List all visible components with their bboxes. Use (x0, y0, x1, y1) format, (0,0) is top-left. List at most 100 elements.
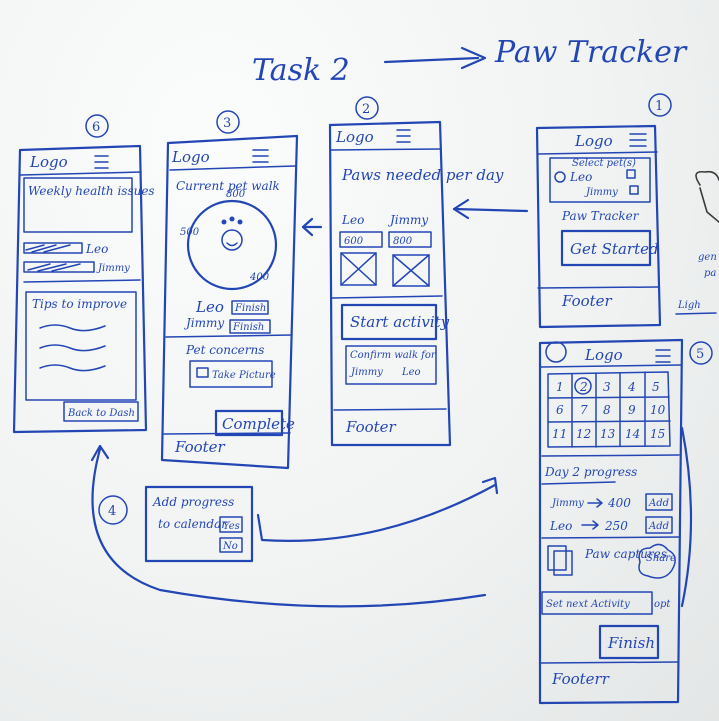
screen-3-frame (160, 134, 299, 470)
edge-heart-sketch-lower (699, 187, 719, 223)
edge-fragment-underline (675, 312, 717, 315)
screen-3-dial-top: 800 (226, 189, 246, 200)
screen-6-logo: Logo (29, 153, 68, 171)
screen-2-logo: Logo (335, 128, 374, 146)
screen-3-dial-right: 400 (249, 272, 270, 283)
screen-1-logo: Logo (574, 132, 613, 150)
screen-6-header-line (20, 171, 142, 176)
screen-5-logo: Logo (584, 346, 623, 364)
screen-3-pet-a: Leo (195, 298, 224, 316)
screen-1-pet-avatar-icon (554, 171, 566, 183)
arrow-4-to-6-head (90, 444, 110, 462)
edge-fragment-c: Ligh (677, 300, 701, 311)
calendar-cell: 14 (625, 427, 640, 441)
screen-3-finish-a: Finish (234, 303, 266, 314)
screen-2-image-placeholder-a (340, 252, 377, 286)
screen-5-menu-icon (655, 349, 671, 363)
heading-app: Paw Tracker (494, 35, 688, 70)
step-number-3: 3 (223, 116, 231, 131)
screen-5-share-bubble (638, 543, 676, 579)
calendar-cell: 3 (603, 380, 611, 394)
screen-5-row-a-val: 400 (607, 496, 631, 510)
screen-3-header-line (169, 165, 296, 171)
screen-2-title: Paws needed per day (341, 166, 504, 184)
screen-2-image-placeholder-b (392, 254, 430, 287)
edge-heart-sketch (695, 170, 719, 186)
screen-1-frame (535, 124, 662, 329)
screen-3-dial-left: 500 (180, 227, 200, 238)
calendar-cell: 12 (576, 427, 591, 441)
calendar-selected-day-marker (574, 377, 592, 395)
screen-4-no: No (222, 541, 238, 552)
screen-3-pet-b: Jimmy (183, 316, 224, 330)
screen-6-bar-b (23, 261, 95, 273)
screen-4-text-2: to calendar (158, 517, 228, 531)
screen-6-tips-squiggles (39, 324, 106, 372)
screen-1-checkbox-a (626, 169, 636, 179)
screen-2-goal-box-a (339, 231, 383, 248)
screen-2-image-cross-a (340, 252, 377, 286)
screen-2-start: Start activity (350, 313, 450, 331)
screen-1-pet-box (549, 157, 651, 203)
screen-5-row-a-arrow (587, 498, 603, 508)
step-number-5: 5 (696, 347, 704, 362)
heading-arrow (383, 56, 480, 64)
screen-3-divider (165, 334, 293, 338)
screen-6-bar-a-fill (25, 244, 71, 253)
screen-3-logo: Logo (171, 148, 210, 166)
step-circle-1 (648, 93, 672, 117)
screen-6-pet-a: Leo (85, 242, 108, 256)
screen-5-calendar: 1 2 3 4 5 6 7 8 9 10 11 12 13 14 15 (547, 371, 671, 448)
calendar-cell: 4 (627, 380, 636, 394)
screen-5-day-progress: Day 2 progress (544, 465, 637, 479)
step-number-6: 6 (92, 120, 100, 135)
screen-3-camera-icon (196, 367, 209, 378)
step-number-1: 1 (655, 99, 663, 114)
screen-2-confirm: Confirm walk for (350, 350, 437, 361)
screen-6-back-button (63, 401, 139, 422)
arrow-2-to-3-head (301, 217, 314, 237)
edge-fragment-a: gen (698, 252, 717, 263)
screen-5-frame (538, 338, 684, 705)
screen-5-footer-line (540, 661, 679, 664)
screen-3-take-picture: Take Picture (212, 370, 276, 381)
screen-5-share: Share (646, 553, 676, 564)
screen-1-select-pet: Select pet(s) (572, 158, 636, 169)
screen-6-tips: Tips to improve (32, 297, 127, 311)
arrow-4-to-5 (256, 483, 497, 542)
screen-5-row-b-val: 250 (604, 519, 628, 533)
screen-5-row-a-btn: Add (648, 498, 669, 509)
screen-3-complete-button (214, 409, 284, 437)
edge-fragment-b: pa (704, 268, 716, 279)
screen-2-goal-box-b (388, 231, 432, 248)
screen-3-finish-box-b (229, 319, 271, 334)
calendar-cell: 8 (603, 403, 611, 417)
screen-3-footer-line (163, 432, 291, 435)
screen-5-footer: Footerr (551, 670, 610, 688)
screen-5-row-b-pet: Leo (549, 519, 572, 533)
screen-5-logo-icon (545, 341, 567, 363)
screen-6-frame (12, 144, 148, 434)
calendar-cell: 2 (579, 380, 588, 394)
screen-2-pet-a: Leo (341, 213, 364, 227)
screen-1-footer-line (537, 286, 659, 289)
calendar-cell: 11 (552, 427, 567, 441)
screen-6-back: Back to Dash (67, 408, 135, 419)
arrow-5-loop (680, 426, 693, 608)
screen-1-header-line (537, 151, 658, 155)
screen-3-menu-icon (252, 149, 269, 163)
screen-2-pet-b-short: Jimmy (349, 367, 383, 378)
screen-1-menu-icon (629, 133, 647, 147)
screen-4-yes-box (219, 516, 243, 533)
heading-arrowhead (460, 46, 487, 70)
calendar-cell: 9 (628, 403, 636, 417)
screen-1-get-started: Get Started (570, 240, 659, 258)
screen-6-tips-box (25, 291, 137, 401)
screen-6-weekly-box (23, 177, 133, 233)
calendar-cell: 1 (556, 380, 564, 394)
screen-5-captures: Paw captures (584, 547, 667, 561)
step-circle-5 (689, 341, 713, 365)
screen-1-app-name: Paw Tracker (561, 209, 640, 223)
screen-5-opt: opt (654, 599, 671, 610)
